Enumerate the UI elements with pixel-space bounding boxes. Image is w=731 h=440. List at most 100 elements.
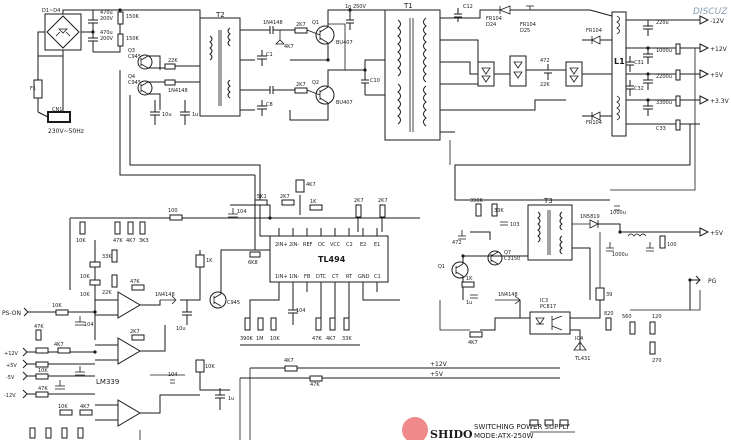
svg-text:10K: 10K	[80, 292, 90, 298]
svg-text:390K: 390K	[240, 336, 254, 342]
svg-text:10K: 10K	[270, 336, 280, 342]
svg-text:10K: 10K	[76, 238, 86, 244]
svg-text:103: 103	[510, 222, 520, 228]
svg-text:6K8: 6K8	[248, 260, 258, 266]
title-block: SHIDO SWITCHING POWER SUPPLY MODE:ATX-25…	[402, 417, 575, 440]
transistor-q5	[209, 291, 227, 309]
driver-transistors: Q3 C945 Q4 C945 22K 1N4148 10u 1u	[119, 48, 261, 230]
bus-lines: +12V +5V 4K7 47K	[239, 358, 560, 440]
q4-label: Q4	[128, 74, 135, 80]
watermark-text: DISCUZ	[693, 7, 728, 17]
svg-text:C32: C32	[634, 86, 644, 92]
t3-label: T3	[543, 197, 553, 205]
comparator-3	[117, 399, 141, 427]
out-minus12-label: -12V	[710, 18, 725, 25]
svg-text:4K7: 4K7	[284, 358, 294, 364]
svg-text:1N4148: 1N4148	[168, 88, 188, 94]
svg-text:47K: 47K	[38, 386, 48, 392]
svg-text:C33: C33	[656, 126, 666, 132]
l1-label: L1	[614, 57, 625, 66]
cap-470u-2	[88, 32, 98, 50]
svg-text:C945: C945	[227, 300, 240, 306]
svg-text:22K: 22K	[102, 290, 112, 296]
svg-text:FR104: FR104	[586, 28, 602, 34]
svg-text:104: 104	[237, 209, 247, 215]
svg-text:OC: OC	[318, 242, 326, 248]
tl494-top-pins: 2IN+ 2IN- REF OC VCC C2 E2 E1	[275, 228, 380, 248]
resistor-150k-2-value: 150K	[126, 36, 140, 42]
svg-text:39: 39	[606, 292, 612, 298]
svg-text:10K: 10K	[80, 274, 90, 280]
t3-frame	[527, 204, 573, 261]
svg-text:2K7: 2K7	[296, 82, 306, 88]
protection-section: 1K C945 10u 1N4148 47K 2K7 10K 10K 33K 2…	[80, 240, 270, 410]
svg-text:CT: CT	[332, 274, 339, 280]
left-inputs: PS-ON 10K 104 +12V 47K 4K7 +5V 10K -5V -…	[2, 303, 95, 399]
ac-input-label: 230V~50Hz	[48, 128, 84, 135]
svg-text:1K: 1K	[206, 258, 213, 264]
svg-text:10u: 10u	[162, 112, 172, 118]
out-plus33-label: +3.3V	[710, 98, 730, 105]
svg-text:1K: 1K	[466, 276, 473, 282]
svg-text:C12: C12	[463, 4, 473, 10]
svg-text:4K7: 4K7	[54, 342, 64, 348]
in-minus5-label: -5V	[6, 375, 15, 381]
q4-type: C945	[128, 80, 141, 86]
pg-label: PG	[708, 278, 717, 285]
comparator-2	[117, 337, 141, 365]
q3-label: Q3	[128, 48, 135, 54]
q7-type: C3150	[504, 256, 520, 262]
lm339-comparators: LM339 10K 4K7 104	[29, 291, 200, 440]
t1-frame	[384, 9, 441, 141]
svg-text:FR104: FR104	[486, 16, 502, 22]
svg-text:2K7: 2K7	[280, 194, 290, 200]
svg-text:100: 100	[168, 208, 178, 214]
svg-text:100: 100	[667, 242, 677, 248]
svg-text:22K: 22K	[540, 82, 550, 88]
junction-dots	[91, 8, 692, 354]
svg-text:C8: C8	[266, 102, 273, 108]
optocoupler-section: IC3 PC817 39 TL431 IC4 820 560 120 270 P…	[439, 232, 717, 364]
schottky-dual-2	[509, 55, 527, 87]
bus-plus12-label: +12V	[430, 361, 448, 368]
svg-text:104: 104	[84, 322, 94, 328]
q1-type: BU407	[336, 40, 353, 46]
svg-text:D24: D24	[486, 22, 496, 28]
t2-label: T2	[215, 11, 225, 19]
in-plus12-label: +12V	[4, 351, 19, 357]
tl431-label: TL431	[574, 356, 590, 362]
cn1-connector	[47, 111, 71, 123]
t1-main-transformer: T1	[384, 2, 455, 141]
svg-text:C10: C10	[370, 78, 380, 84]
svg-text:RT: RT	[346, 274, 353, 280]
svg-text:4K7: 4K7	[126, 238, 136, 244]
in-minus12-label: -12V	[4, 393, 16, 399]
svg-text:3K3: 3K3	[139, 238, 149, 244]
cap-470u-1-voltage: 200V	[100, 16, 114, 22]
svg-text:1N5819: 1N5819	[580, 214, 600, 220]
svg-text:472: 472	[540, 58, 550, 64]
svg-text:4K7: 4K7	[80, 404, 90, 410]
bridge-diamond	[46, 15, 80, 49]
transistor-q2	[315, 85, 335, 105]
fuse-label: F1	[30, 86, 36, 92]
in-plus5-label: +5V	[6, 363, 17, 369]
svg-text:120: 120	[652, 314, 662, 320]
cap-470u-2-value: 470u	[100, 30, 113, 36]
title-line2: MODE:ATX-250W	[474, 432, 534, 440]
bus-plus5-label: +5V	[430, 371, 444, 378]
comparator-1	[117, 291, 141, 319]
svg-text:E1: E1	[374, 242, 380, 248]
svg-text:33K: 33K	[494, 208, 504, 214]
svg-text:1K: 1K	[310, 199, 317, 205]
tl494-bottom-pins: 1IN+ 1IN- FB DTC CT RT GND C1	[275, 274, 381, 292]
tl494-section: 10K 47K 4K7 3K3 100 104 5K1 2K7 1K 4K7 2…	[69, 175, 420, 346]
brand-logo	[402, 417, 428, 440]
title-line1: SWITCHING POWER SUPPLY	[474, 423, 571, 431]
svg-text:2K7: 2K7	[378, 198, 388, 204]
svg-text:1N4148: 1N4148	[263, 20, 283, 26]
out-plus5-label: +5V	[710, 72, 724, 79]
ic4-label: IC4	[575, 336, 583, 342]
svg-text:1u: 1u	[466, 300, 472, 306]
out-plus12-label: +12V	[710, 46, 728, 53]
